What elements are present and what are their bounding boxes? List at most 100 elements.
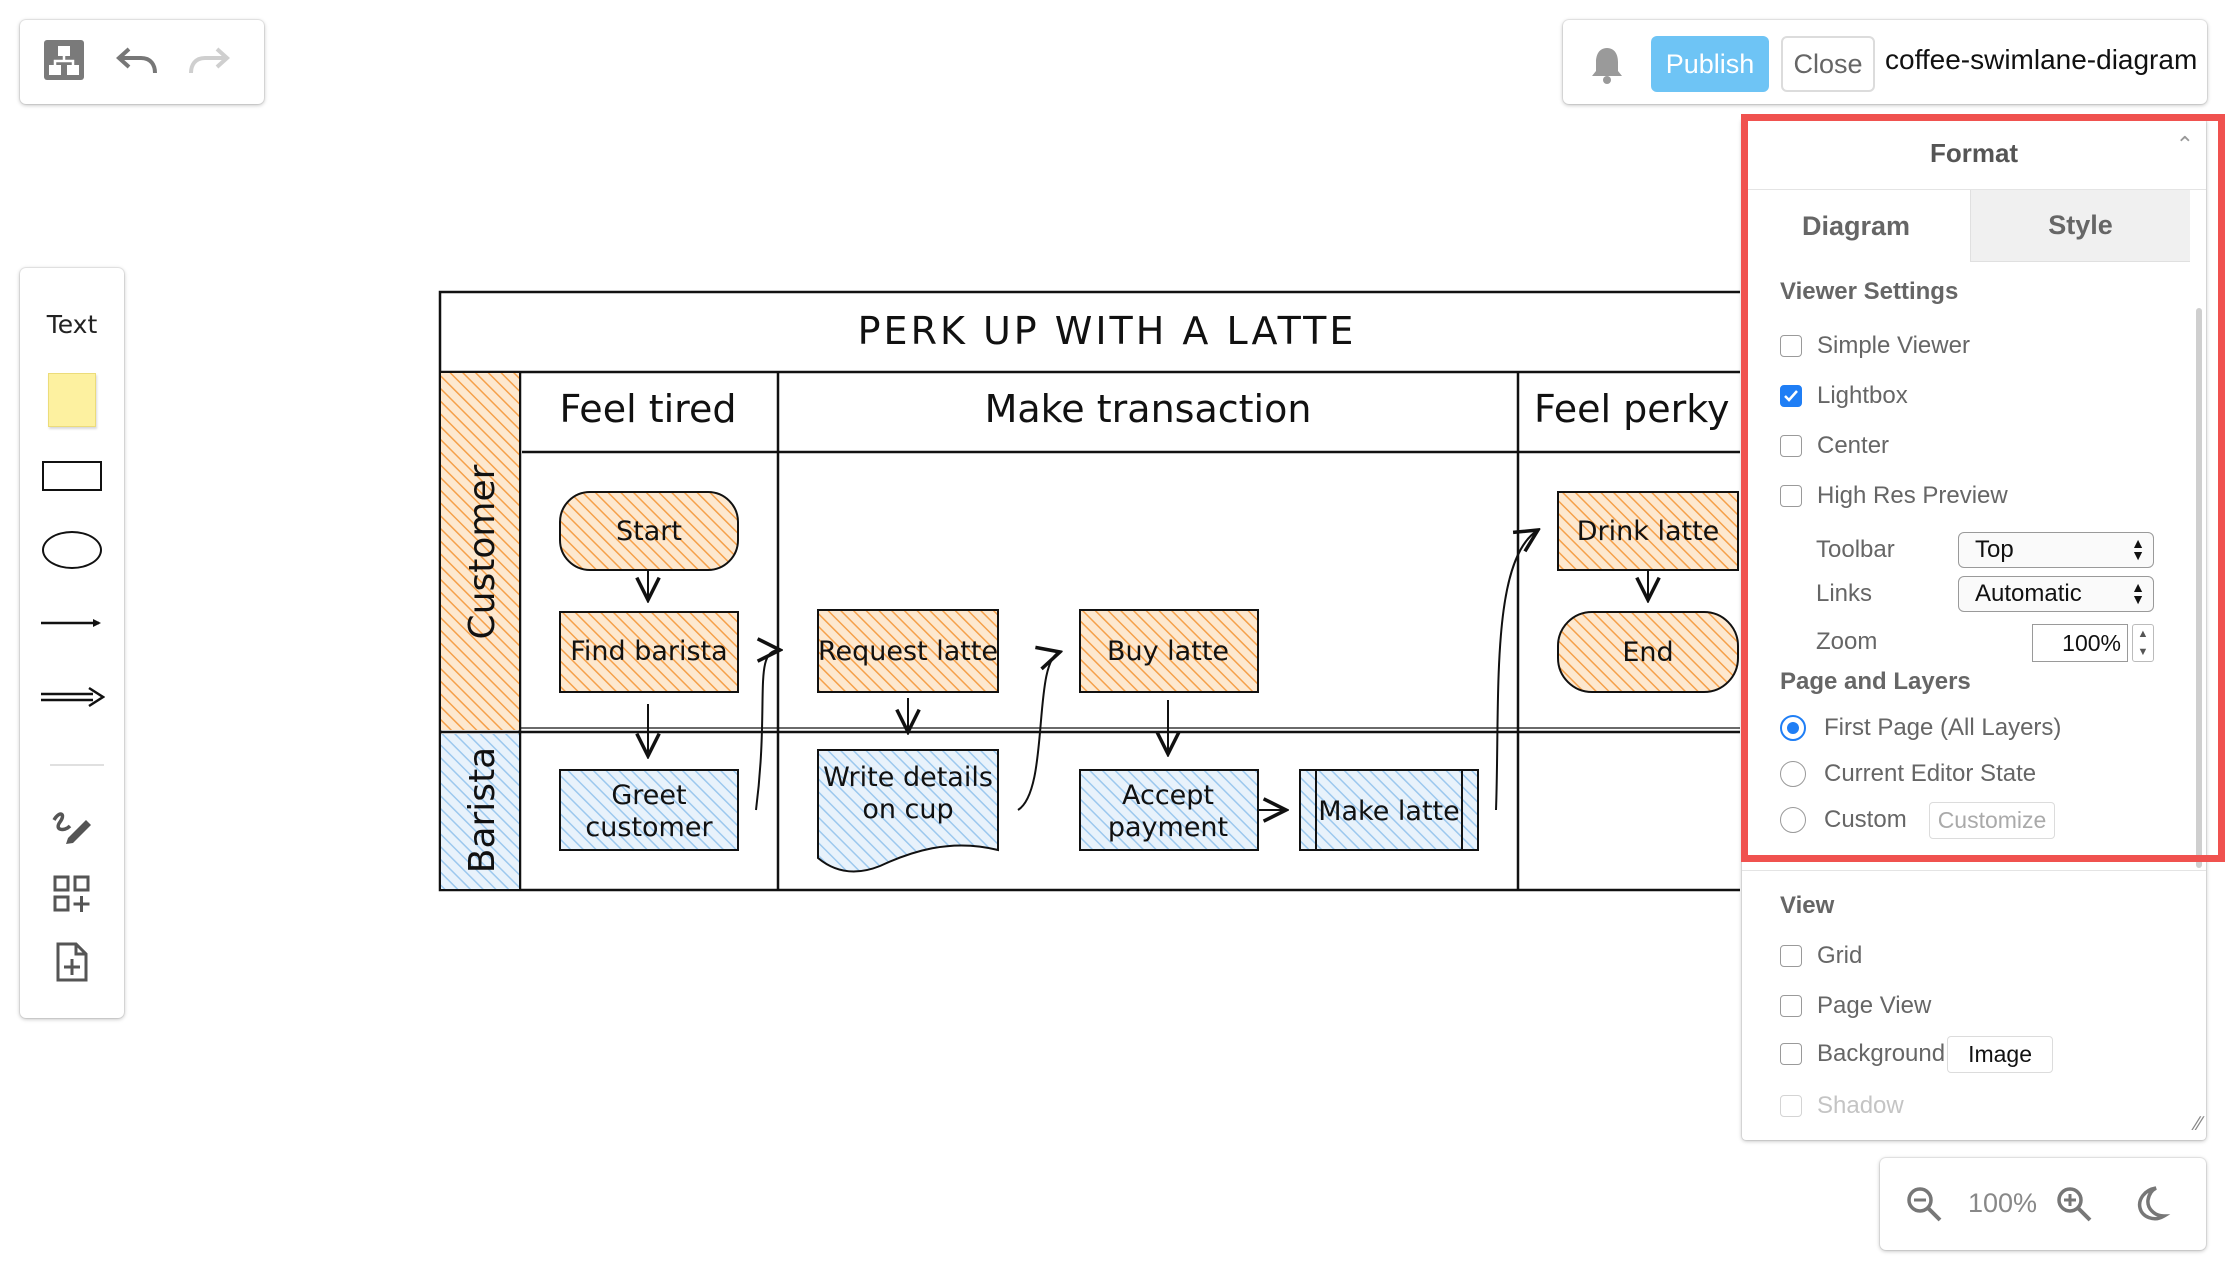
node-start-label: Start: [616, 516, 682, 547]
page-layers-title: Page and Layers: [1780, 668, 1971, 695]
zoom-setting-label: Zoom: [1816, 628, 1878, 655]
radio-button[interactable]: [1780, 807, 1806, 833]
zoom-out-icon[interactable]: [1902, 1182, 1946, 1226]
text-tool[interactable]: Text: [30, 302, 114, 346]
radio-first-page[interactable]: First Page (All Layers): [1780, 710, 2061, 746]
checkbox-simple-viewer[interactable]: Simple Viewer: [1780, 328, 1970, 364]
node-end[interactable]: End: [1557, 611, 1739, 693]
checkbox-box[interactable]: [1780, 435, 1802, 457]
bell-icon[interactable]: [1583, 40, 1631, 88]
line-arrow-icon[interactable]: [34, 598, 110, 648]
checkbox-box[interactable]: [1780, 945, 1802, 967]
node-accept-payment-label-2: payment: [1108, 812, 1228, 843]
checkbox-label: High Res Preview: [1817, 482, 2008, 509]
checkbox-label: Background: [1817, 1040, 1946, 1067]
zoom-level[interactable]: 100%: [1968, 1188, 2038, 1218]
swimlane-pool[interactable]: [438, 290, 1740, 892]
rectangle-icon[interactable]: [34, 448, 110, 504]
double-arrow-icon[interactable]: [34, 672, 110, 722]
zoom-spinner[interactable]: ▲ ▼: [2132, 624, 2154, 662]
resize-grip-icon[interactable]: ∕∕: [2195, 1113, 2202, 1135]
ellipse-icon[interactable]: [34, 522, 110, 578]
image-button[interactable]: Image: [1947, 1035, 2054, 1073]
publish-button[interactable]: Publish: [1651, 36, 1769, 92]
node-make-latte-label: Make latte: [1318, 796, 1460, 827]
node-request-latte-label: Request latte: [818, 636, 998, 667]
checkbox-label: Grid: [1817, 942, 1863, 969]
node-greet-customer-label-1: Greet: [611, 780, 686, 811]
phase-label-make-transaction: Make transaction: [985, 387, 1312, 431]
node-end-label: End: [1622, 637, 1673, 668]
diagram-format-icon[interactable]: [42, 38, 86, 82]
zoom-input[interactable]: 100%: [2032, 624, 2128, 662]
zoom-bar: 100%: [1880, 1158, 2206, 1250]
top-left-toolbar: [20, 20, 264, 104]
node-request-latte[interactable]: Request latte: [817, 609, 999, 693]
checkbox-lightbox[interactable]: Lightbox: [1780, 378, 1908, 414]
checkbox-box-checked[interactable]: [1780, 385, 1802, 407]
node-make-latte[interactable]: Make latte: [1299, 769, 1479, 851]
node-greet-customer-label-2: customer: [585, 812, 713, 843]
spinner-down-icon[interactable]: ▼: [2137, 646, 2149, 658]
toolbar-select-value: Top: [1975, 536, 2014, 563]
close-button[interactable]: Close: [1781, 36, 1875, 92]
node-buy-latte-label: Buy latte: [1107, 636, 1229, 667]
radio-button[interactable]: [1780, 761, 1806, 787]
phase-label-feel-tired: Feel tired: [560, 387, 737, 431]
node-write-details-label-2: on cup: [862, 794, 953, 825]
spinner-up-icon[interactable]: ▲: [2137, 628, 2149, 640]
node-write-details[interactable]: Write details on cup: [817, 749, 999, 873]
checkbox-high-res-preview[interactable]: High Res Preview: [1780, 478, 2008, 514]
lane-barista-fill: [441, 734, 519, 889]
checkbox-box[interactable]: [1780, 485, 1802, 507]
checkbox-center[interactable]: Center: [1780, 428, 1889, 464]
radio-label: Custom: [1824, 806, 1907, 833]
diagram-title: PERK UP WITH A LATTE: [858, 309, 1357, 353]
checkbox-grid[interactable]: Grid: [1780, 938, 1862, 974]
node-greet-customer[interactable]: Greet customer: [559, 769, 739, 851]
checkbox-shadow: Shadow: [1780, 1088, 1904, 1124]
node-drink-latte[interactable]: Drink latte: [1557, 491, 1739, 571]
tab-style[interactable]: Style: [1970, 190, 2190, 262]
node-drink-latte-label: Drink latte: [1577, 516, 1720, 547]
toolbar-divider: [50, 764, 104, 766]
format-panel-title: Format: [1929, 138, 2019, 168]
toolbar-select[interactable]: Top ▲▼: [1958, 532, 2154, 568]
radio-custom[interactable]: Custom Customize: [1780, 801, 2056, 839]
customize-button[interactable]: Customize: [1928, 801, 2056, 839]
collapse-chevron-icon[interactable]: ⌃: [2175, 132, 2194, 157]
shapes-toolbar: Text: [20, 268, 124, 1018]
connectors: [648, 530, 1648, 810]
links-setting-label: Links: [1816, 580, 1873, 607]
node-accept-payment[interactable]: Accept payment: [1079, 769, 1259, 851]
checkbox-box[interactable]: [1780, 335, 1802, 357]
checkbox-page-view[interactable]: Page View: [1780, 988, 1931, 1024]
checkbox-box-disabled: [1780, 1095, 1802, 1117]
insert-page-icon[interactable]: [42, 936, 102, 988]
tab-diagram[interactable]: Diagram: [1742, 190, 1970, 262]
freehand-pen-icon[interactable]: [42, 800, 102, 852]
radio-button-selected[interactable]: [1780, 715, 1806, 741]
checkbox-box[interactable]: [1780, 995, 1802, 1017]
diagram-canvas[interactable]: PERK UP WITH A LATTE Customer Barista Fe…: [0, 0, 1740, 1264]
sticky-note-icon[interactable]: [42, 370, 102, 430]
node-start[interactable]: Start: [559, 491, 739, 571]
zoom-in-icon[interactable]: [2052, 1182, 2096, 1226]
links-select[interactable]: Automatic ▲▼: [1958, 576, 2154, 612]
node-find-barista-label: Find barista: [570, 636, 727, 667]
redo-icon[interactable]: [184, 38, 234, 82]
checkbox-background[interactable]: Background Image: [1780, 1035, 2054, 1073]
document-title[interactable]: coffee-swimlane-diagram: [1885, 44, 2198, 75]
node-find-barista[interactable]: Find barista: [559, 611, 739, 693]
shapes-library-icon[interactable]: [42, 868, 102, 920]
checkbox-box[interactable]: [1780, 1043, 1802, 1065]
radio-current-editor-state[interactable]: Current Editor State: [1780, 756, 2036, 792]
format-panel-scrollbar[interactable]: [2196, 308, 2202, 868]
toolbar-setting-label: Toolbar: [1816, 536, 1895, 563]
node-buy-latte[interactable]: Buy latte: [1079, 609, 1259, 693]
undo-icon[interactable]: [112, 38, 162, 82]
phase-label-feel-perky: Feel perky: [1534, 387, 1729, 431]
document-header: Publish Close coffee-swimlane-diagram: [1563, 20, 2207, 104]
select-arrows-icon: ▲▼: [2131, 579, 2145, 607]
moon-icon[interactable]: [2128, 1182, 2176, 1226]
